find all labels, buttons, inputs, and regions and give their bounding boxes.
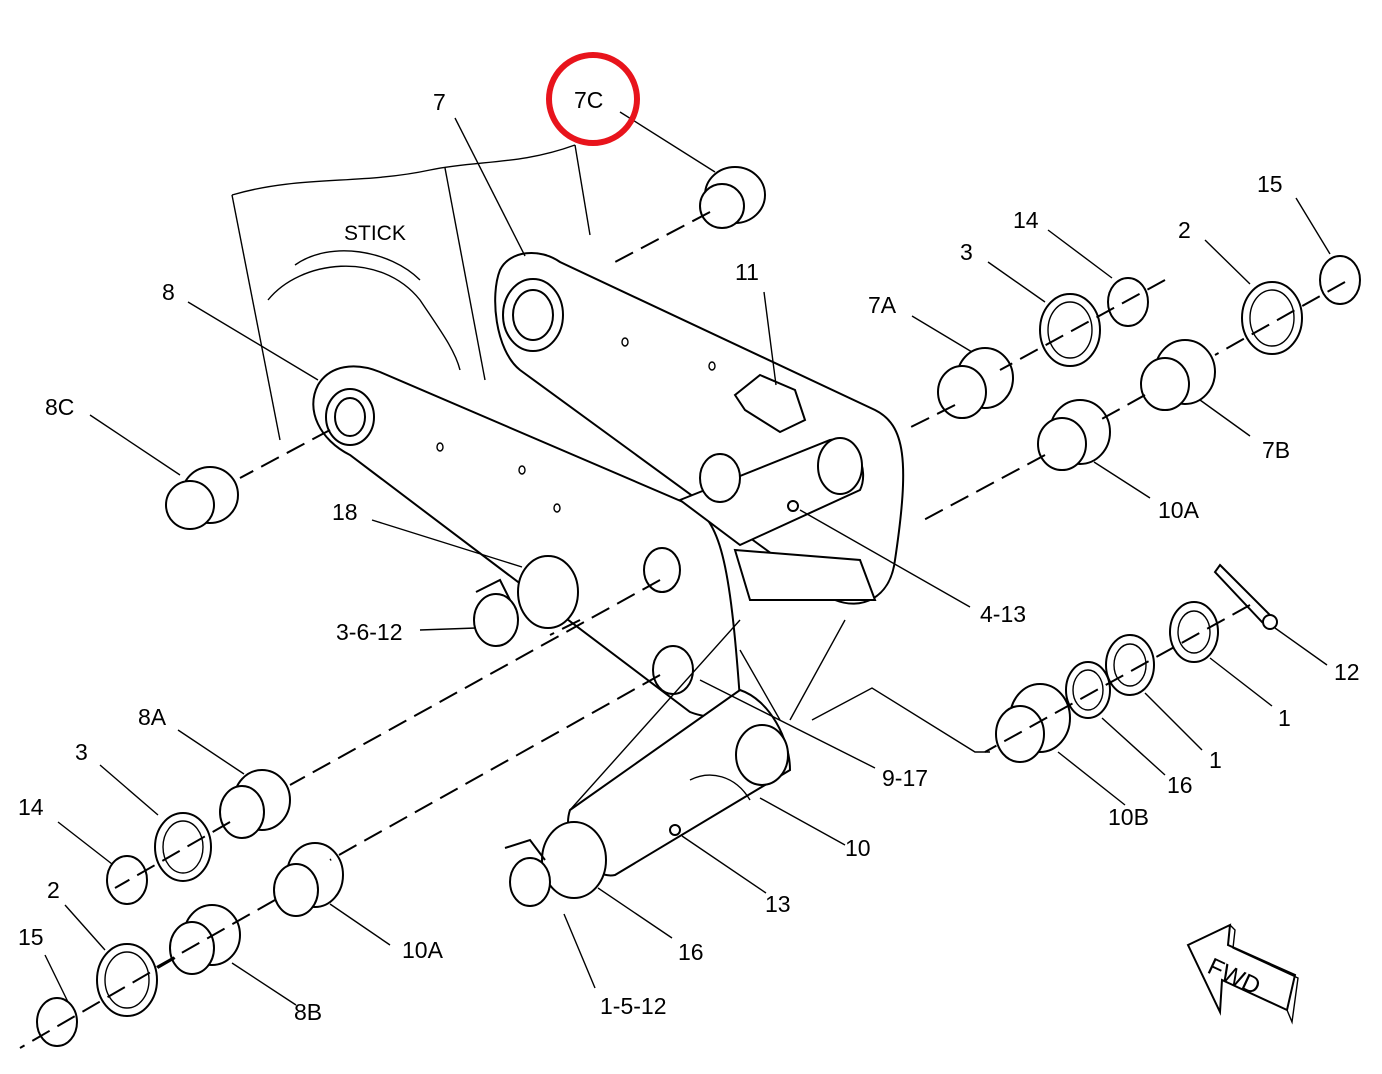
bearing-10A-right: [1037, 399, 1111, 471]
pin-3-6-12: [473, 555, 579, 647]
ring-15-left: [36, 997, 78, 1047]
washer-1-upper: [1169, 601, 1219, 663]
fwd-arrow-icon: FWD: [1186, 923, 1299, 1025]
callout-8: 8: [162, 279, 175, 305]
ring-14-top: [1107, 277, 1149, 327]
callout-8A: 8A: [138, 704, 167, 730]
callout-3-left: 3: [75, 739, 88, 765]
pin-12-right: [1213, 563, 1278, 630]
shim-16-right: [1065, 661, 1111, 719]
callout-labels: 7C 7 8 8C 11 7A 3 14 2 15 7B 10A 18 3-6-…: [18, 87, 1360, 1025]
callout-1-5-12: 1-5-12: [600, 993, 666, 1019]
callout-16-bottom: 16: [678, 939, 704, 965]
stick-outline: [231, 144, 591, 441]
callout-11: 11: [735, 259, 759, 285]
callout-8C: 8C: [45, 394, 74, 420]
bearing-10A-left: [273, 842, 344, 917]
callout-10B: 10B: [1108, 804, 1149, 830]
bearing-8C: [165, 466, 239, 530]
callout-7B: 7B: [1262, 437, 1290, 463]
washer-2-top: [1241, 281, 1303, 355]
callout-7C: 7C: [574, 87, 603, 113]
bearing-7A: [937, 347, 1014, 419]
callout-16-right: 16: [1167, 772, 1193, 798]
washer-1-lower: [1105, 634, 1155, 696]
callout-1-lower: 1: [1209, 747, 1222, 773]
bearing-7C: [699, 166, 766, 229]
callout-14-left: 14: [18, 794, 44, 820]
callout-1-upper: 1: [1278, 705, 1291, 731]
callout-12: 12: [1334, 659, 1360, 685]
callout-7: 7: [433, 89, 446, 115]
bearing-8A: [219, 769, 291, 839]
callout-4-13: 4-13: [980, 601, 1026, 627]
link-plate-8: [312, 365, 742, 718]
bracket-11: [733, 373, 807, 434]
callout-15-top: 15: [1257, 171, 1283, 197]
pin-1-5-12: [504, 821, 607, 907]
callout-15-left: 15: [18, 924, 44, 950]
callout-10A-right: 10A: [1158, 497, 1200, 523]
bearing-8B: [169, 904, 241, 975]
ring-15-top: [1319, 255, 1361, 305]
link-10: [567, 619, 846, 877]
washer-3-left: [154, 812, 212, 882]
cross-tube: [643, 437, 877, 695]
leader-lines: [44, 111, 1331, 1006]
callout-7A: 7A: [868, 292, 897, 318]
callout-9-17: 9-17: [882, 765, 928, 791]
callout-10: 10: [845, 835, 871, 861]
callout-3-top: 3: [960, 239, 973, 265]
grease-fitting-4-13: [787, 500, 799, 512]
bearing-10B: [995, 683, 1071, 763]
callout-2-left: 2: [47, 877, 60, 903]
callout-18: 18: [332, 499, 358, 525]
highlight-circle: [546, 52, 640, 146]
callout-10A-left: 10A: [402, 937, 444, 963]
callout-2-top: 2: [1178, 217, 1191, 243]
callout-8B: 8B: [294, 999, 322, 1025]
stick-label: STICK: [344, 222, 406, 245]
center-lines: [19, 211, 1346, 1049]
callout-3-6-12: 3-6-12: [336, 619, 402, 645]
callout-14-top: 14: [1013, 207, 1039, 233]
washer-2-left: [96, 943, 158, 1017]
grease-fitting-13: [669, 824, 681, 836]
callout-13: 13: [765, 891, 791, 917]
washer-3-top: [1039, 293, 1101, 367]
bearing-7B: [1140, 339, 1216, 411]
